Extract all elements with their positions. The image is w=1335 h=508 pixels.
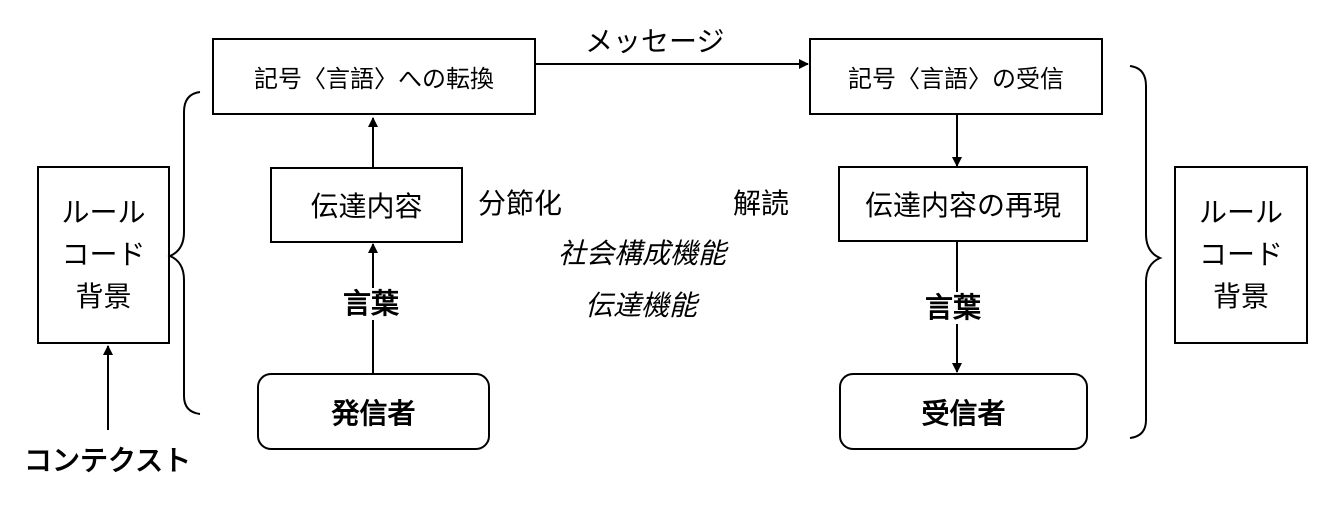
function-social-label: 社会構成機能 <box>558 237 727 270</box>
message-label: メッセージ <box>585 25 725 58</box>
reproduce-box-label: 伝達内容の再現 <box>864 189 1061 222</box>
right-brace <box>1129 65 1163 439</box>
left-panel-line: 背景 <box>75 280 132 313</box>
right-panel-line: ルール <box>1198 196 1283 229</box>
receiver-box-label: 受信者 <box>921 396 1006 430</box>
left-rule-code-panel: ルール コード 背景 <box>37 166 170 344</box>
receive-box: 記号〈言語〉の受信 <box>809 38 1103 115</box>
articulation-label: 分節化 <box>478 187 563 220</box>
encode-box: 記号〈言語〉への転換 <box>212 38 536 115</box>
content-box-label: 伝達内容 <box>310 190 423 223</box>
receiver-box: 受信者 <box>839 373 1088 450</box>
right-rule-code-panel: ルール コード 背景 <box>1174 166 1308 344</box>
right-panel-line: コード <box>1198 238 1283 271</box>
sender-box: 発信者 <box>257 373 490 450</box>
left-panel-line: コード <box>61 238 146 271</box>
function-communication-label: 伝達機能 <box>585 289 698 322</box>
receive-box-label: 記号〈言語〉の受信 <box>848 65 1064 93</box>
content-box: 伝達内容 <box>270 167 463 243</box>
encode-box-label: 記号〈言語〉への転換 <box>254 65 494 93</box>
reproduce-box: 伝達内容の再現 <box>838 166 1088 242</box>
word-left-label: 言葉 <box>343 287 400 320</box>
right-panel-line: 背景 <box>1212 280 1269 313</box>
left-panel-line: ルール <box>61 196 146 229</box>
word-right-label: 言葉 <box>925 291 982 324</box>
sender-box-label: 発信者 <box>331 396 416 430</box>
decoding-label: 解読 <box>733 187 790 220</box>
left-brace <box>167 91 201 415</box>
context-label: コンテクスト <box>24 444 192 477</box>
